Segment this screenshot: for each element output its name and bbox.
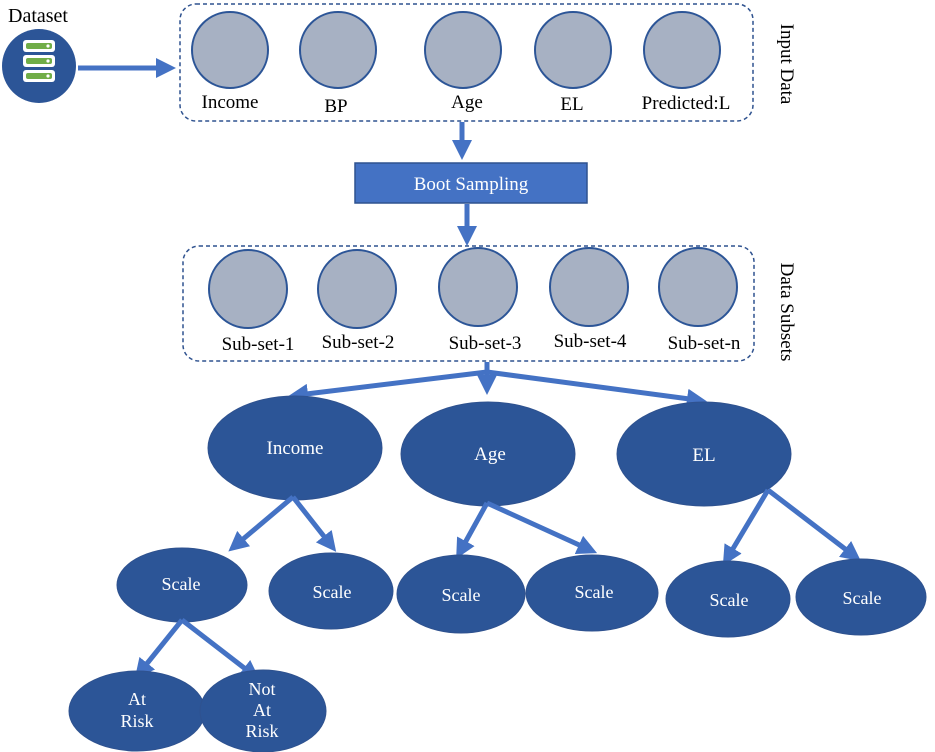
subset-label-n: Sub-set-n: [668, 333, 741, 354]
boot-sampling-label: Boot Sampling: [414, 174, 529, 195]
input-label-el: EL: [560, 94, 583, 115]
arrow-income-to-right: [291, 495, 337, 552]
input-label-predicted: Predicted:L: [642, 93, 731, 114]
arrow-income-to-left: [228, 495, 295, 552]
leaf-label-line: Not: [249, 679, 276, 699]
data-subsets-side-label: Data Subsets: [776, 263, 797, 362]
input-circle-el: [534, 11, 612, 89]
age-scale-left-label: Scale: [442, 585, 481, 605]
leaf-label-line: Risk: [245, 721, 278, 741]
subset-label-2: Sub-set-2: [322, 332, 395, 353]
arrow-age-to-left: [456, 501, 490, 559]
leaf-not-at-risk: [199, 669, 327, 752]
subset-circle-1: [208, 249, 288, 329]
income-scale-right-label: Scale: [313, 582, 352, 602]
age-scale-left: [396, 554, 526, 634]
input-circle-predicted: [643, 11, 721, 89]
arrow-scale-to-at-risk: [134, 618, 184, 679]
input-label-income: Income: [202, 92, 259, 113]
subset-circle-3: [438, 247, 518, 327]
input-label-age: Age: [451, 92, 483, 113]
input-data-side-label: Input Data: [776, 24, 797, 105]
age-scale-right-label: Scale: [575, 582, 614, 602]
input-circle-income: [191, 11, 269, 89]
el-scale-right: [795, 558, 927, 636]
income-scale-left-label: Scale: [162, 574, 201, 594]
boot-sampling-box: [354, 162, 588, 204]
el-scale-left-label: Scale: [710, 590, 749, 610]
subset-label-4: Sub-set-4: [554, 331, 627, 352]
input-label-bp: BP: [324, 96, 347, 117]
tree-node-income-label: Income: [267, 438, 324, 459]
arrow-el-to-left: [722, 488, 771, 566]
income-scale-right: [268, 552, 394, 630]
subset-circle-n: [658, 247, 738, 327]
tree-node-age-label: Age: [474, 444, 506, 465]
el-scale-right-label: Scale: [843, 588, 882, 608]
data-subsets-box: [182, 245, 755, 362]
database-icon: [2, 29, 76, 103]
arrow-subsets-to-income: [288, 369, 488, 404]
arrow-subsets-to-el: [486, 369, 707, 409]
age-scale-right: [525, 554, 659, 632]
input-circle-bp: [299, 11, 377, 89]
tree-node-el-label: EL: [692, 445, 715, 466]
input-data-box: [179, 3, 754, 122]
subset-label-3: Sub-set-3: [449, 333, 522, 354]
arrow-age-to-right: [485, 500, 598, 554]
dataset-label: Dataset: [8, 5, 68, 27]
el-scale-left: [665, 560, 791, 638]
subset-circle-4: [549, 247, 629, 327]
arrow-scale-to-not-at-risk: [180, 618, 260, 681]
input-circle-age: [424, 11, 502, 89]
arrow-el-to-right: [766, 488, 861, 562]
subset-circle-2: [317, 249, 397, 329]
tree-node-el: [616, 401, 792, 507]
subset-label-1: Sub-set-1: [222, 334, 295, 355]
leaf-label-line: At: [128, 689, 146, 709]
leaf-label-line: At: [253, 700, 271, 720]
leaf-label-line: Risk: [120, 711, 153, 731]
